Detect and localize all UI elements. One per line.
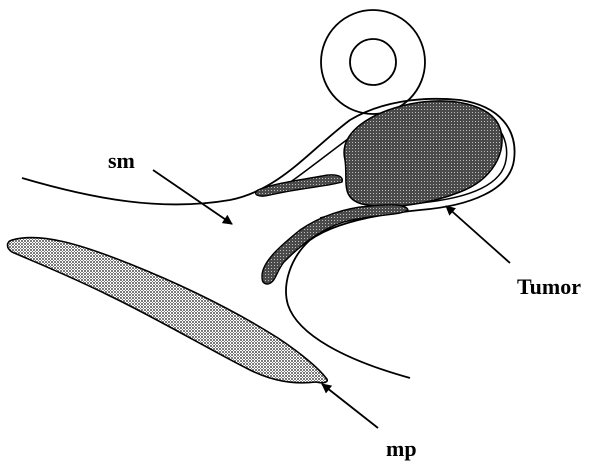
sm-arrow bbox=[153, 170, 232, 224]
tumor-arrow bbox=[446, 206, 510, 263]
label-tumor: Tumor bbox=[517, 274, 581, 299]
mp-arrow bbox=[322, 384, 378, 428]
label-mp: mp bbox=[386, 436, 417, 461]
lower-strand bbox=[262, 205, 408, 284]
label-sm: sm bbox=[108, 148, 135, 173]
ring-structure bbox=[321, 10, 425, 114]
ring-inner bbox=[350, 39, 396, 85]
